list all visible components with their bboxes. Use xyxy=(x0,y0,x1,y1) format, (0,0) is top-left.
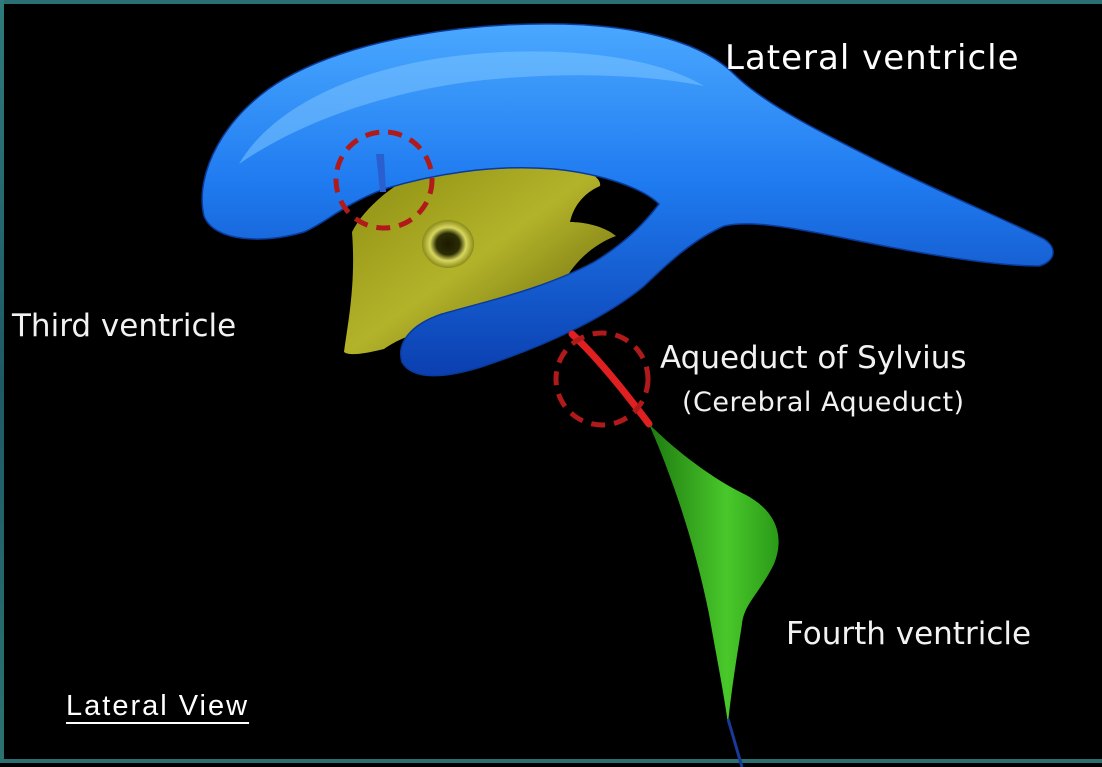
cerebral-aqueduct-label: (Cerebral Aqueduct) xyxy=(682,387,965,418)
third-ventricle-label: Third ventricle xyxy=(12,308,236,344)
aqueduct-highlight-circle xyxy=(556,333,648,425)
fourth-ventricle-shape xyxy=(649,424,779,724)
view-caption: Lateral View xyxy=(66,690,249,723)
lateral-ventricle-label: Lateral ventricle xyxy=(725,38,1020,78)
interthalamic-adhesion-shape xyxy=(422,220,474,268)
aqueduct-label: Aqueduct of Sylvius xyxy=(660,340,967,376)
fourth-ventricle-label: Fourth ventricle xyxy=(786,616,1031,652)
ventricular-system-illustration xyxy=(4,4,1102,767)
central-canal-shape xyxy=(728,719,742,767)
